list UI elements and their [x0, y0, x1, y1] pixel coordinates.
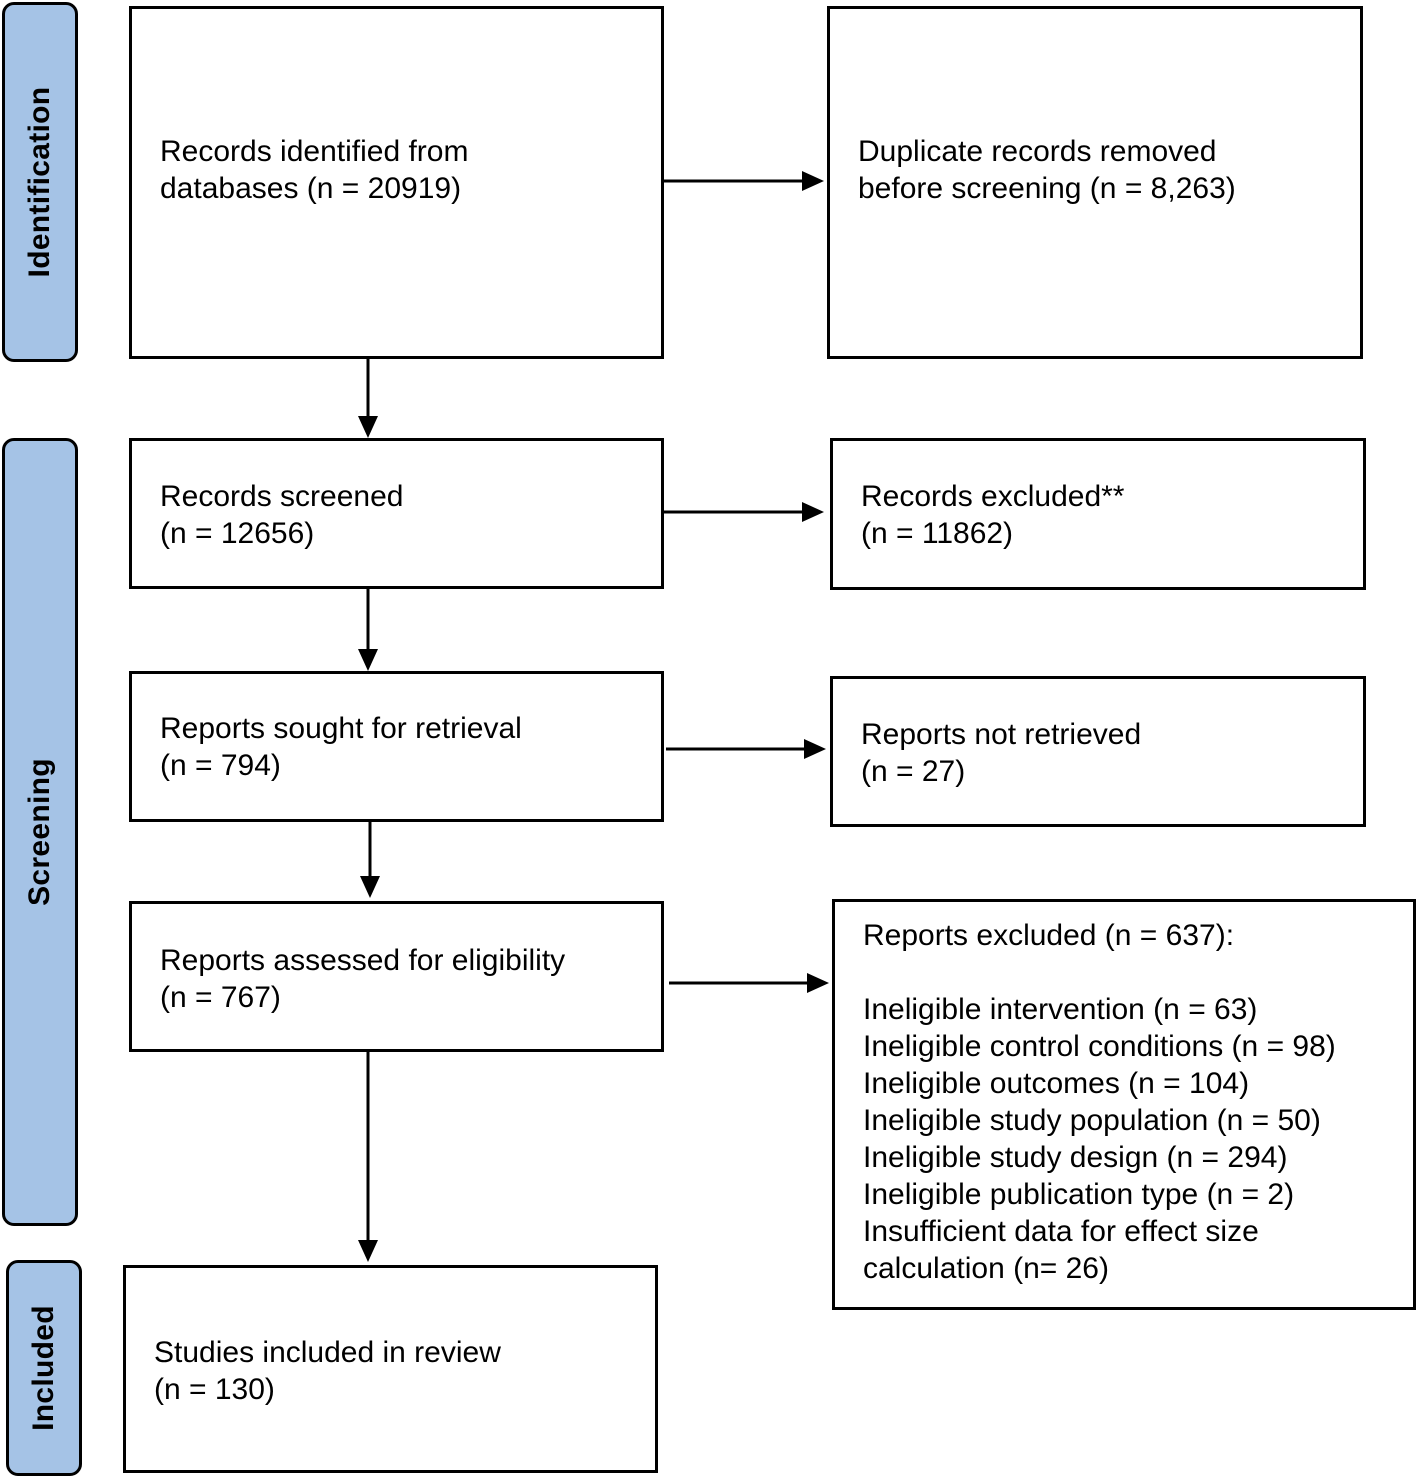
- exclusion-reason: Ineligible outcomes (n = 104): [863, 1067, 1250, 1100]
- arrow-to-reports-assessed: [360, 822, 380, 898]
- arrow-to-studies-included: [358, 1052, 378, 1262]
- exclusion-reason: Insufficient data for effect size: [863, 1215, 1259, 1248]
- reports-assessed-line1: Reports assessed for eligibility: [160, 944, 566, 977]
- reports-assessed-box: Reports assessed for eligibility (n = 76…: [129, 901, 664, 1052]
- exclusion-reason: Ineligible intervention (n = 63): [863, 993, 1258, 1026]
- exclusion-reason: Ineligible study design (n = 294): [863, 1141, 1288, 1174]
- phase-identification: Identification: [2, 2, 78, 362]
- phase-included: Included: [6, 1260, 82, 1476]
- reports-assessed-line2: (n = 767): [160, 981, 281, 1014]
- reports-excluded-heading: Reports excluded (n = 637):: [863, 919, 1235, 952]
- phase-screening: Screening: [2, 438, 78, 1226]
- reports-not-retrieved-box: Reports not retrieved (n = 27): [830, 676, 1366, 827]
- reports-not-retrieved-line2: (n = 27): [861, 755, 966, 788]
- arrow-to-reports-excluded: [669, 973, 829, 993]
- arrow-to-reports-sought: [358, 589, 378, 671]
- records-screened-line2: (n = 12656): [160, 517, 315, 550]
- records-identified-line1: Records identified from: [160, 135, 469, 168]
- exclusion-reason: Ineligible study population (n = 50): [863, 1104, 1321, 1137]
- reports-sought-line2: (n = 794): [160, 749, 281, 782]
- arrow-to-duplicates-removed: [664, 171, 824, 191]
- exclusion-reason: Ineligible control conditions (n = 98): [863, 1030, 1336, 1063]
- records-excluded-box: Records excluded** (n = 11862): [830, 438, 1366, 590]
- arrow-to-reports-not-retrieved: [666, 739, 826, 759]
- reports-excluded-box: Reports excluded (n = 637): Ineligible i…: [832, 899, 1416, 1310]
- records-screened-box: Records screened (n = 12656): [129, 438, 664, 589]
- studies-included-line1: Studies included in review: [154, 1336, 501, 1369]
- studies-included-line2: (n = 130): [154, 1373, 275, 1406]
- exclusion-reason: calculation (n= 26): [863, 1252, 1109, 1285]
- records-screened-line1: Records screened: [160, 480, 404, 513]
- reports-sought-line1: Reports sought for retrieval: [160, 712, 522, 745]
- duplicates-removed-box: Duplicate records removed before screeni…: [827, 6, 1363, 359]
- studies-included-box: Studies included in review (n = 130): [123, 1265, 658, 1473]
- reports-not-retrieved-line1: Reports not retrieved: [861, 718, 1142, 751]
- records-excluded-line2: (n = 11862): [861, 517, 1014, 550]
- arrow-to-records-excluded: [664, 502, 824, 522]
- exclusion-reason: Ineligible publication type (n = 2): [863, 1178, 1295, 1211]
- duplicates-removed-line2: before screening (n = 8,263): [858, 172, 1236, 205]
- arrow-to-records-screened: [358, 359, 378, 438]
- reports-sought-box: Reports sought for retrieval (n = 794): [129, 671, 664, 822]
- duplicates-removed-line1: Duplicate records removed: [858, 135, 1217, 168]
- records-identified-box: Records identified from databases (n = 2…: [129, 6, 664, 359]
- records-identified-line2: databases (n = 20919): [160, 172, 462, 205]
- records-excluded-line1: Records excluded**: [861, 480, 1125, 513]
